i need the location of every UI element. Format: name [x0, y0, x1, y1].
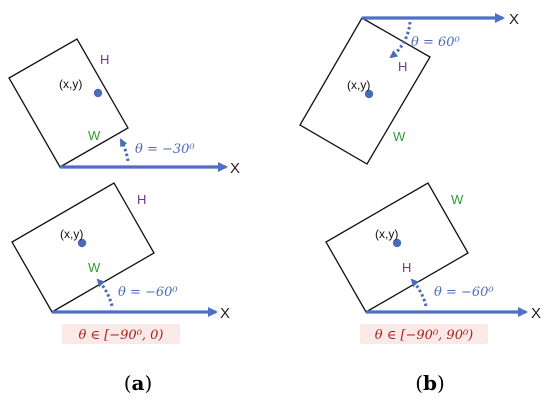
w-label: W	[393, 129, 406, 144]
panel-caption: (b)	[415, 371, 445, 395]
x-axis-label: X	[509, 11, 519, 28]
w-label: W	[451, 192, 464, 207]
center-label: (x,y)	[375, 227, 398, 241]
h-label: H	[398, 59, 407, 74]
center-point	[364, 89, 374, 99]
center-label: (x,y)	[347, 78, 370, 92]
h-label: H	[137, 192, 146, 207]
x-axis-label: X	[230, 160, 240, 177]
example-a2: (x,y) W H θ = −60⁰ X	[11, 182, 230, 322]
panel-caption: (a)	[124, 371, 153, 395]
panel-b: (x,y) W H θ = 60⁰ X (x,y) W H θ = −60⁰ X…	[299, 11, 541, 395]
range-badge	[360, 324, 488, 344]
center-point	[392, 238, 402, 248]
angle-arc	[96, 278, 114, 307]
angle-label: θ = 60⁰	[411, 35, 461, 50]
example-a1: (x,y) W H θ = −30⁰ X	[8, 38, 240, 177]
bounding-box	[11, 182, 155, 313]
bounding-box	[8, 38, 129, 168]
angle-arc	[119, 138, 130, 162]
panel-a: (x,y) W H θ = −30⁰ X (x,y) W H θ = −60⁰ …	[8, 38, 240, 395]
center-label: (x,y)	[59, 77, 82, 91]
w-label: W	[88, 128, 101, 143]
example-b2: (x,y) W H θ = −60⁰ X	[325, 182, 541, 322]
angle-label: θ = −30⁰	[135, 142, 195, 157]
h-label: H	[402, 260, 411, 275]
x-axis-label: X	[531, 305, 541, 322]
w-label: W	[88, 260, 101, 275]
range-badge	[62, 324, 180, 344]
example-b1: (x,y) W H θ = 60⁰ X	[299, 11, 519, 165]
angle-arc	[410, 278, 428, 307]
angle-arc	[389, 21, 412, 59]
center-point	[77, 238, 87, 248]
range-label: θ ∈ [−90⁰, 90⁰)	[375, 328, 474, 343]
angle-label: θ = −60⁰	[118, 285, 178, 300]
center-label: (x,y)	[60, 227, 83, 241]
range-label: θ ∈ [−90⁰, 0)	[78, 328, 163, 343]
bounding-box	[299, 17, 431, 165]
bounding-box	[325, 182, 469, 313]
center-point	[93, 88, 103, 98]
angle-label: θ = −60⁰	[434, 285, 494, 300]
h-label: H	[100, 52, 109, 67]
x-axis-label: X	[220, 305, 230, 322]
